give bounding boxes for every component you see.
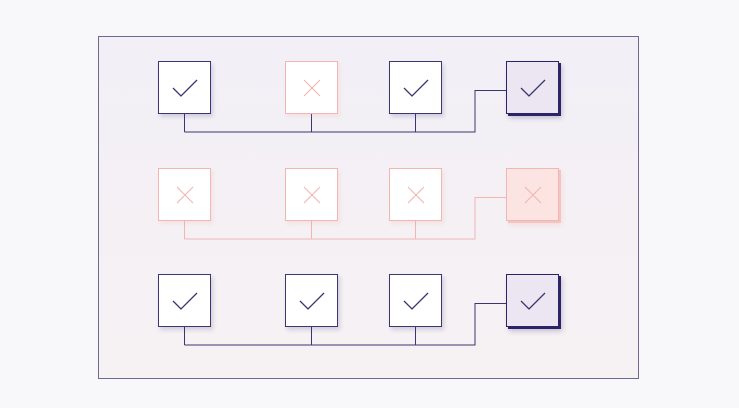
cross-icon [176,186,193,203]
step-box-row-1-col-1 [158,61,211,114]
check-icon [520,79,545,97]
check-icon [299,292,324,310]
step-box-row-3-col-1 [158,274,211,327]
step-box-row-3-col-2 [285,274,338,327]
check-icon [172,292,197,310]
cross-icon [407,186,424,203]
step-box-row-1-col-3 [389,61,442,114]
step-box-row-2-col-3 [389,168,442,221]
cross-icon [303,186,320,203]
step-box-row-3-col-3 [389,274,442,327]
check-icon [172,79,197,97]
check-icon [520,292,545,310]
cross-icon [303,79,320,96]
summary-box-row-2 [506,168,559,221]
summary-box-row-3 [506,274,559,327]
summary-box-row-1 [506,61,559,114]
step-box-row-2-col-2 [285,168,338,221]
check-icon [403,292,428,310]
check-icon [403,79,428,97]
step-box-row-2-col-1 [158,168,211,221]
step-box-row-1-col-2 [285,61,338,114]
cross-icon [524,186,541,203]
